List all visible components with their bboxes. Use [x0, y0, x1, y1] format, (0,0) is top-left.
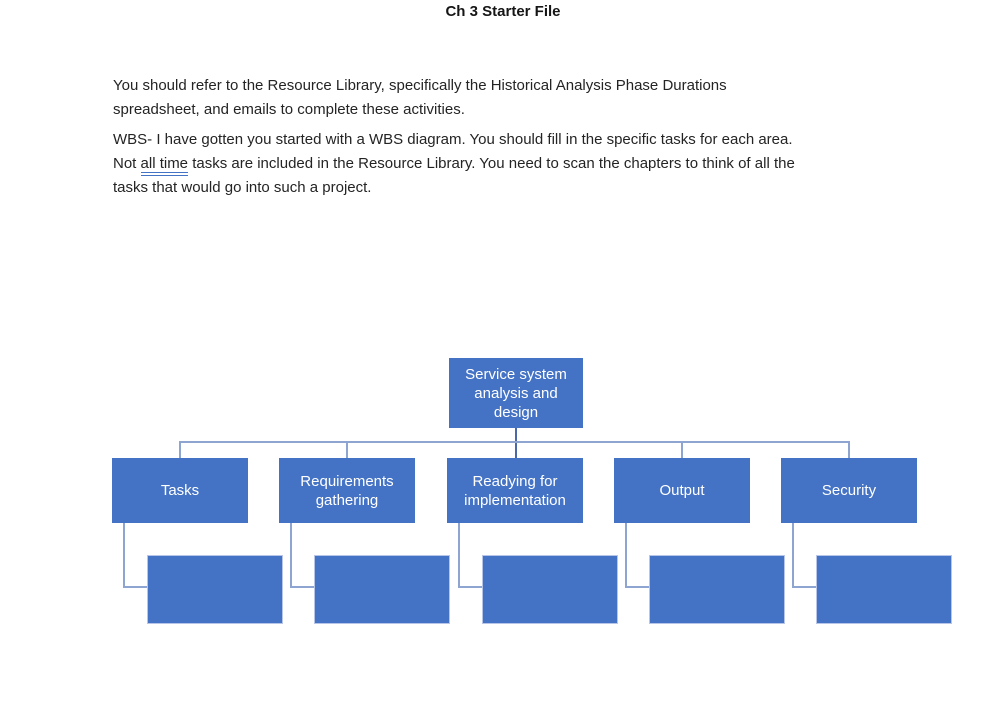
wbs-branch-output[interactable]: Output — [614, 458, 750, 523]
connector-elbow-vertical — [123, 523, 125, 588]
paragraph-1: You should refer to the Resource Library… — [113, 74, 903, 122]
connector-elbow-horizontal — [792, 586, 816, 588]
text-line: Not all time tasks are included in the R… — [113, 152, 903, 176]
text-segment: Not — [113, 155, 141, 172]
connector-elbow-vertical — [625, 523, 627, 588]
grammar-underlined-text: all time — [140, 155, 189, 176]
connector-drop — [681, 443, 683, 458]
wbs-root-box[interactable]: Service system analysis and design — [449, 358, 583, 428]
connector-elbow-vertical — [792, 523, 794, 588]
wbs-branch-readying-for-implementation[interactable]: Readying for implementation — [447, 458, 583, 523]
text-line: You should refer to the Resource Library… — [113, 77, 727, 94]
wbs-empty-child-box[interactable] — [314, 555, 450, 624]
document-title: Ch 3 Starter File — [445, 3, 561, 20]
connector-drop — [848, 443, 850, 458]
wbs-empty-child-box[interactable] — [147, 555, 283, 624]
paragraph-2: WBS- I have gotten you started with a WB… — [113, 128, 903, 200]
connector-elbow-horizontal — [458, 586, 482, 588]
connector-elbow-vertical — [290, 523, 292, 588]
connector-elbow-horizontal — [625, 586, 649, 588]
wbs-empty-child-box[interactable] — [649, 555, 785, 624]
connector-drop — [179, 443, 181, 458]
text-line: tasks that would go into such a project. — [113, 179, 372, 196]
connector-horizontal-bar — [179, 441, 850, 443]
text-line: WBS- I have gotten you started with a WB… — [113, 131, 793, 148]
wbs-empty-child-box[interactable] — [816, 555, 952, 624]
wbs-branch-tasks[interactable]: Tasks — [112, 458, 248, 523]
connector-elbow-vertical — [458, 523, 460, 588]
connector-elbow-horizontal — [123, 586, 147, 588]
text-line: spreadsheet, and emails to complete thes… — [113, 101, 465, 118]
wbs-branch-security[interactable]: Security — [781, 458, 917, 523]
wbs-branch-requirements-gathering[interactable]: Requirements gathering — [279, 458, 415, 523]
connector-drop — [346, 443, 348, 458]
text-segment: tasks are included in the Resource Libra… — [188, 155, 795, 172]
wbs-empty-child-box[interactable] — [482, 555, 618, 624]
connector-root-drop — [515, 428, 517, 458]
connector-elbow-horizontal — [290, 586, 314, 588]
